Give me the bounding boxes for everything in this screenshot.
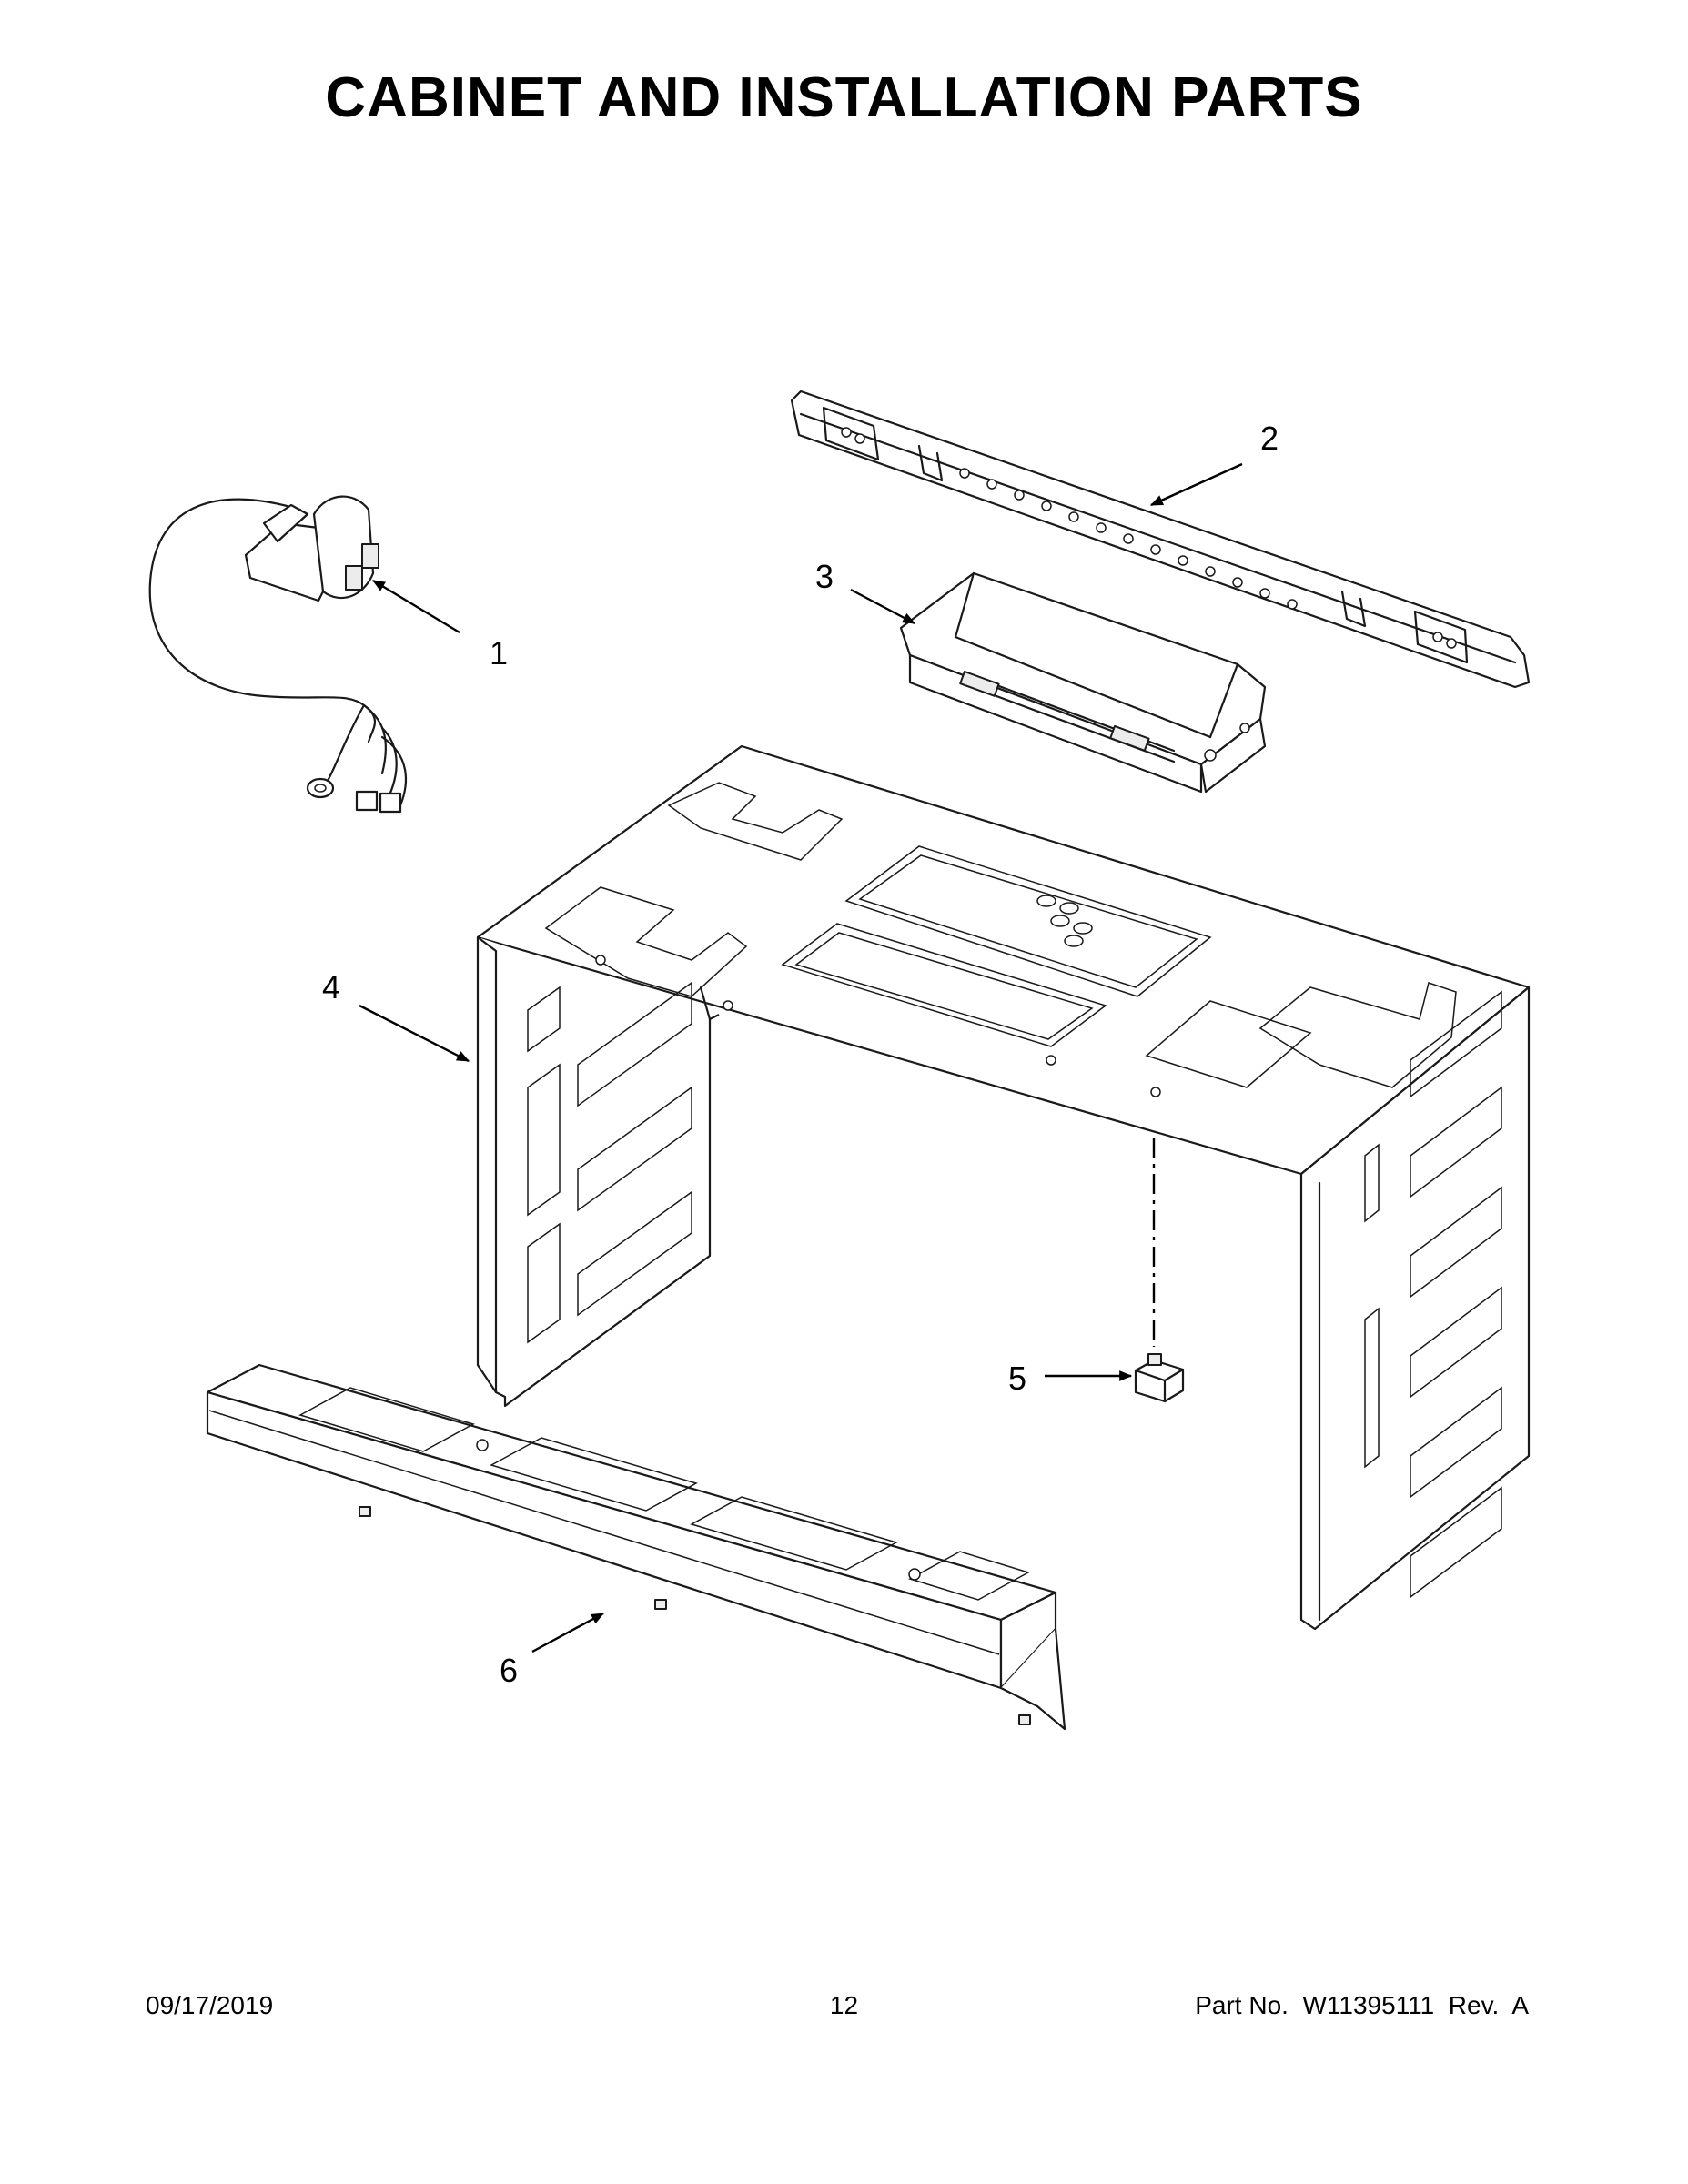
leader-arrow-3 (850, 588, 916, 625)
footer-page-number: 12 (829, 1991, 859, 2019)
footer-date: 09/17/2019 (146, 1991, 274, 2019)
callout-1: 1 (490, 634, 508, 672)
callout-6: 6 (500, 1652, 518, 1689)
page-title: CABINET AND INSTALLATION PARTS (325, 66, 1363, 129)
footer-part-number: Part No. W11395111 Rev. A (1195, 1991, 1529, 2019)
power-cord (148, 495, 408, 814)
mounting-rail-rear (790, 389, 1531, 689)
leader-arrow-6 (531, 1612, 605, 1653)
callout-3: 3 (815, 558, 834, 595)
leader-arrow-2 (1149, 462, 1243, 507)
cabinet-wrapper (476, 744, 1531, 1631)
callout-5: 5 (1008, 1360, 1026, 1397)
callout-4: 4 (322, 968, 340, 1006)
thermal-fuse (1134, 1353, 1185, 1403)
leader-arrow-4 (359, 1004, 470, 1063)
callout-2: 2 (1260, 420, 1279, 457)
front-trim-bar (206, 1363, 1066, 1731)
leader-arrow-1 (371, 579, 460, 634)
exhaust-damper-housing (899, 571, 1267, 794)
